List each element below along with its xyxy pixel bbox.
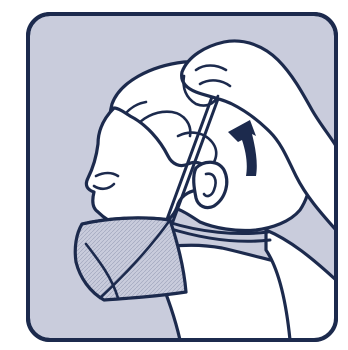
face-mask bbox=[75, 218, 186, 300]
ear bbox=[194, 162, 227, 207]
